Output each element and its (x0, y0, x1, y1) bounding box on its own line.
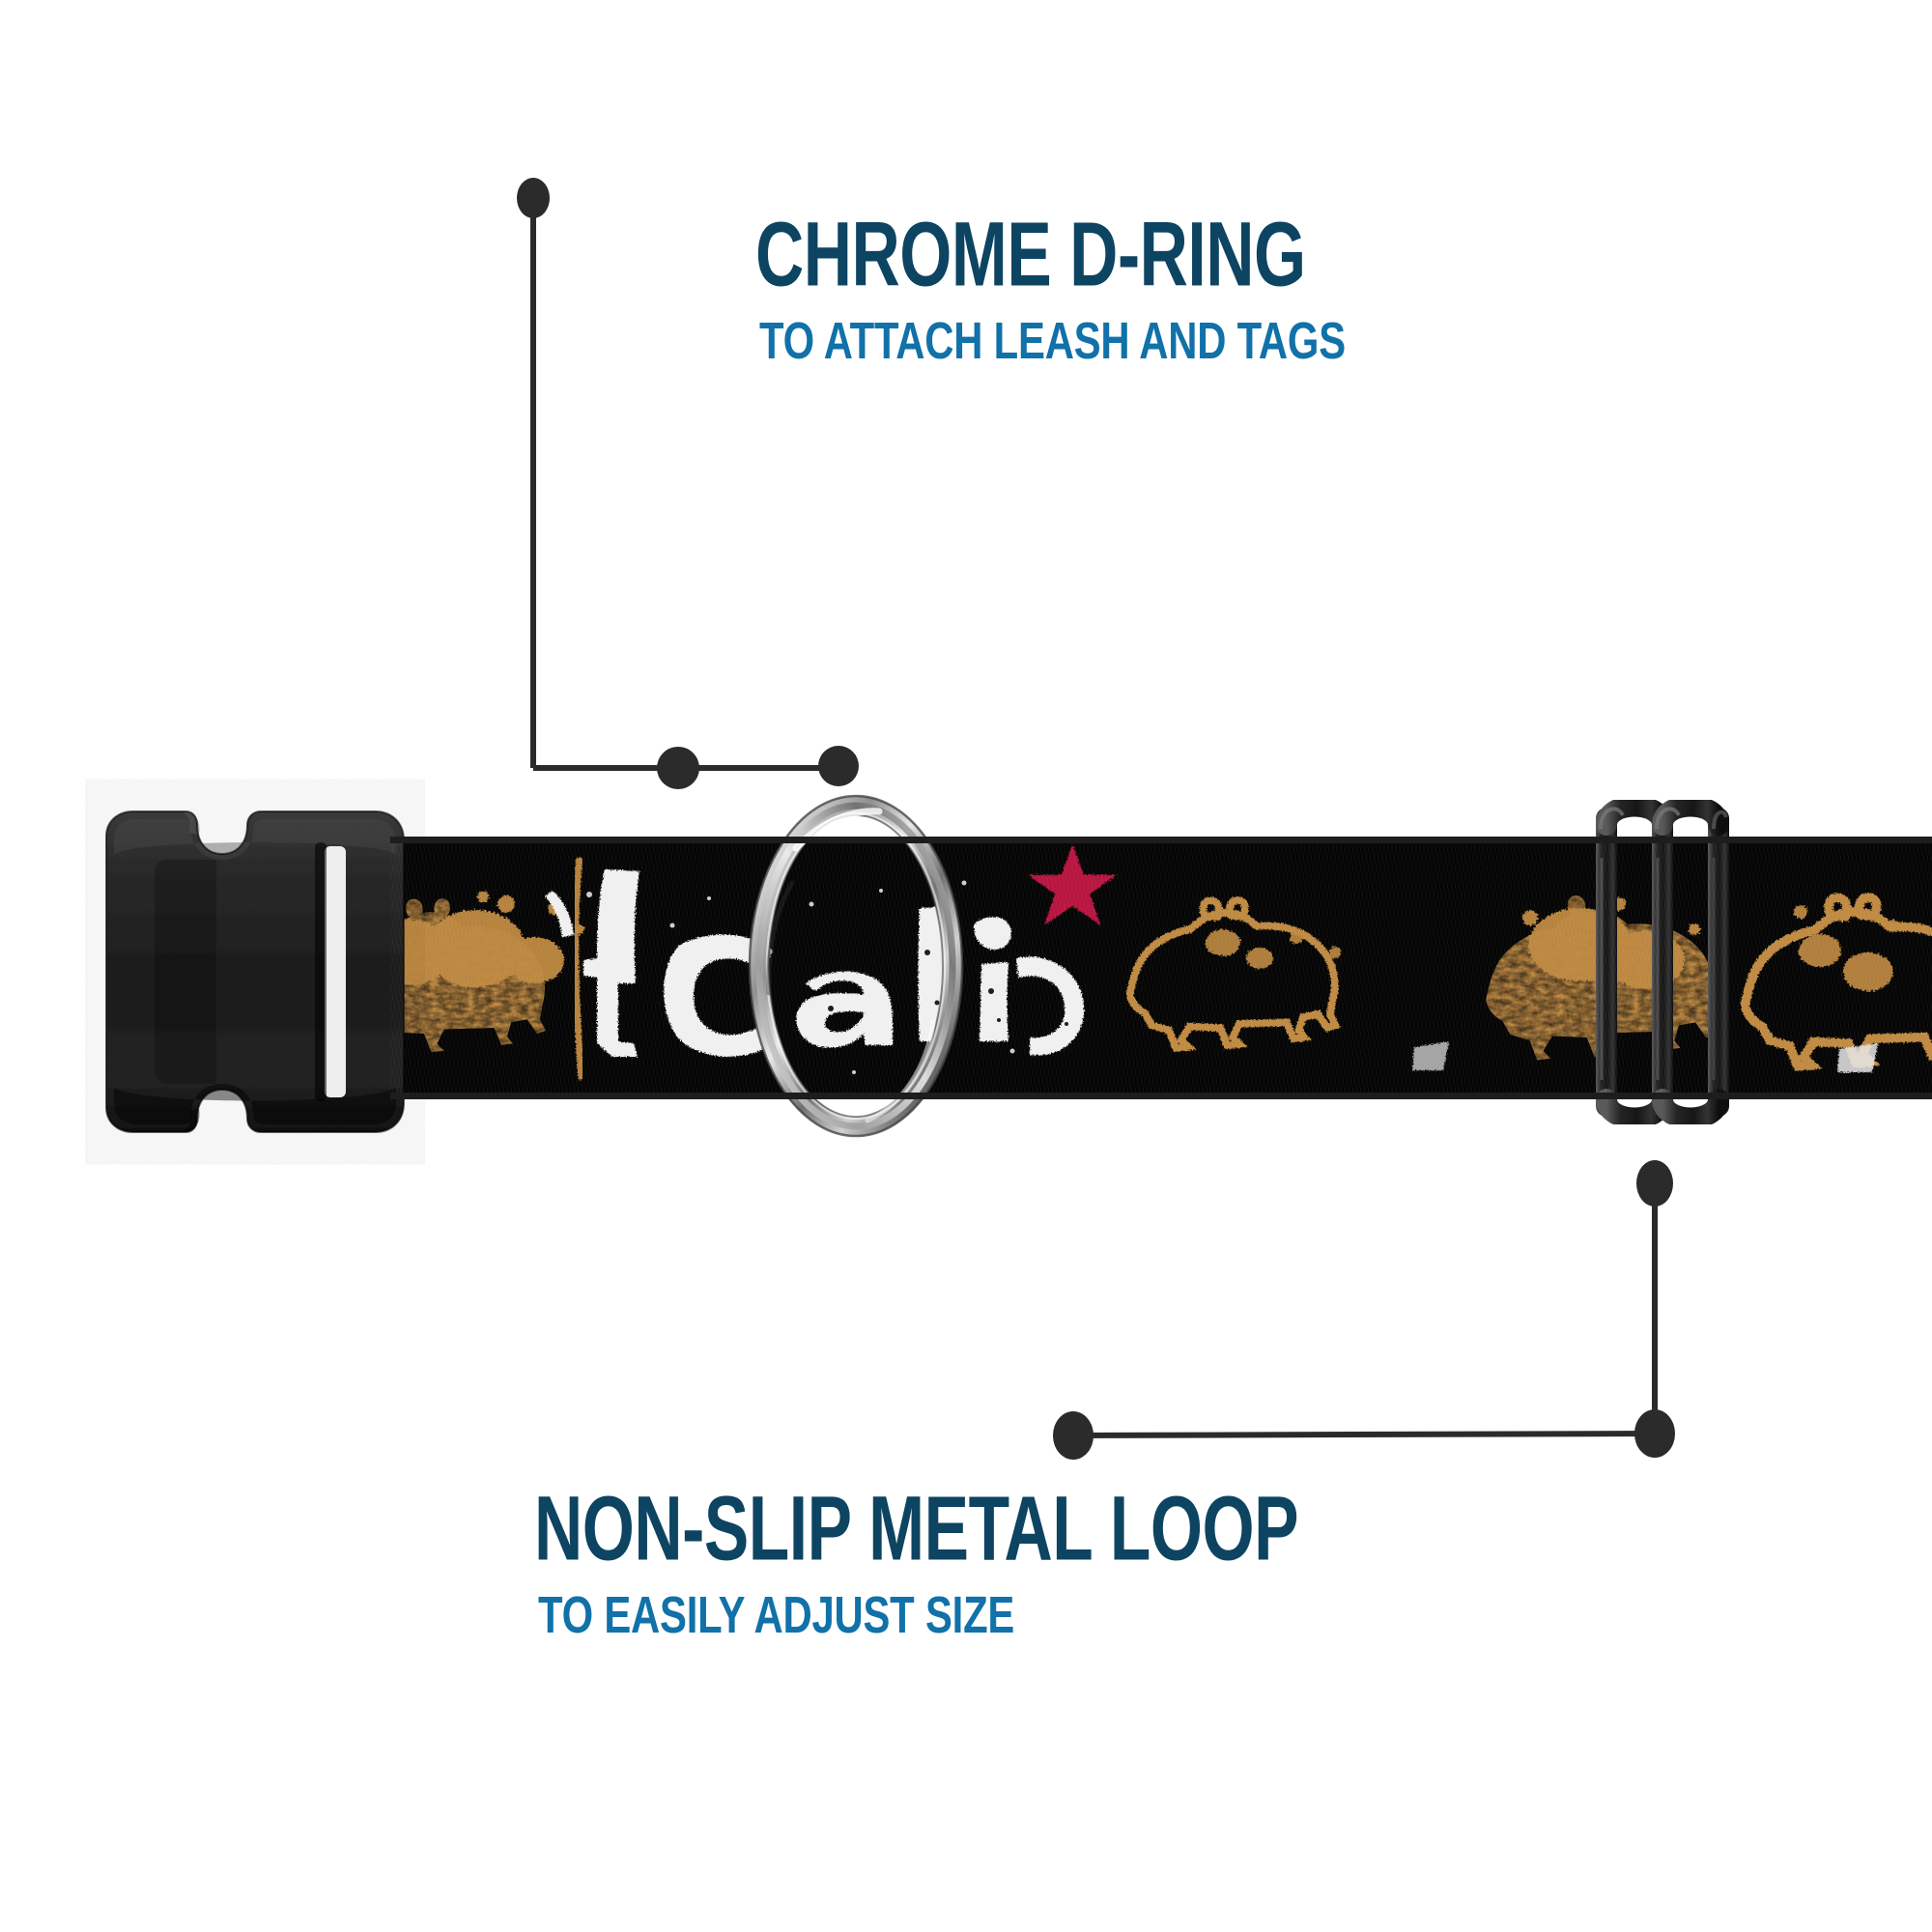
webbing-printed-artwork (390, 837, 1932, 1099)
webbing-bottom-edge (390, 1093, 1932, 1099)
callout-title-chrome-d-ring: CHROME D-RING (755, 202, 1306, 305)
leader-non-slip-metal-loop (1053, 1160, 1675, 1460)
red-star-graphic (1028, 844, 1118, 925)
webbing-top-edge (390, 837, 1932, 843)
gothic-lettering (545, 869, 1085, 1057)
collar-webbing-strap (390, 837, 1932, 1099)
webbing-weave-texture (390, 837, 1932, 1099)
callout-title-non-slip-metal-loop: NON-SLIP METAL LOOP (534, 1476, 1299, 1579)
lettering-distress (627, 950, 1068, 1032)
buckle-webbing-slot (325, 846, 346, 1097)
plastic-side-release-buckle (105, 810, 405, 1133)
callout-subtitle-non-slip-metal-loop: TO EASILY ADJUST SIZE (538, 1586, 1015, 1645)
metal-tri-glide-slider-loop (1596, 800, 1729, 1124)
callout-subtitle-chrome-d-ring: TO ATTACH LEASH AND TAGS (759, 312, 1346, 371)
chrome-d-ring (748, 794, 964, 1138)
